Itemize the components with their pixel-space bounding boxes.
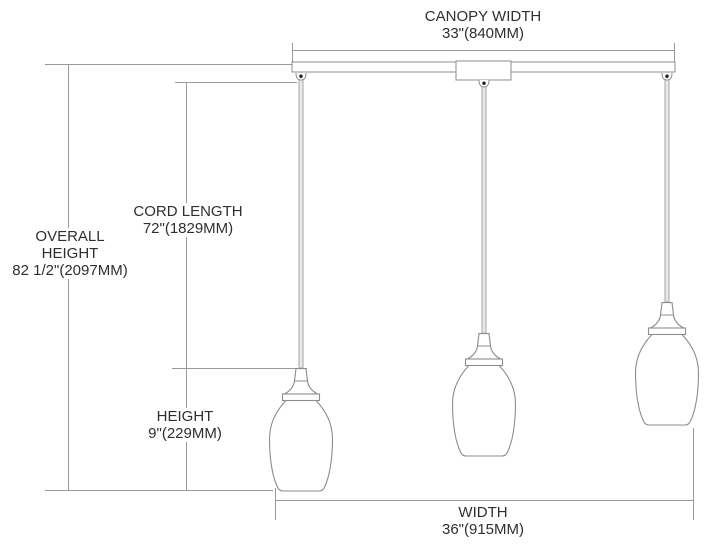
- canopy-mount-block: [455, 60, 512, 81]
- overall-height-value: 82 1/2"(2097MM): [12, 262, 128, 279]
- canopy-width-value: 33"(840MM): [441, 25, 525, 42]
- pendant-center: [451, 333, 517, 457]
- cord-length-title: CORD LENGTH: [133, 203, 243, 220]
- cord-right: [664, 78, 670, 303]
- hook-right: [661, 72, 673, 81]
- width-title: WIDTH: [458, 504, 508, 521]
- hook-left: [295, 72, 307, 81]
- overall-height-title-1: OVERALL: [35, 228, 105, 245]
- canopy-width-label: CANOPY WIDTH 33"(840MM): [421, 8, 545, 42]
- width-value: 36"(915MM): [441, 521, 525, 538]
- height-value: 9"(229MM): [148, 425, 222, 442]
- cord-length-value: 72"(1829MM): [142, 220, 234, 237]
- pendant-right: [634, 302, 700, 426]
- pendant-left: [268, 368, 334, 492]
- cord-length-label: CORD LENGTH 72"(1829MM): [130, 203, 246, 237]
- height-label: HEIGHT 9"(229MM): [145, 408, 225, 442]
- overall-height-label: OVERALL HEIGHT 82 1/2"(2097MM): [9, 228, 131, 279]
- height-title: HEIGHT: [156, 408, 214, 425]
- hook-center: [478, 79, 490, 88]
- cord-center: [481, 81, 487, 334]
- cord-left: [298, 78, 304, 369]
- width-label: WIDTH 36"(915MM): [438, 504, 528, 538]
- canopy-width-title: CANOPY WIDTH: [424, 8, 542, 25]
- overall-height-title-2: HEIGHT: [41, 245, 99, 262]
